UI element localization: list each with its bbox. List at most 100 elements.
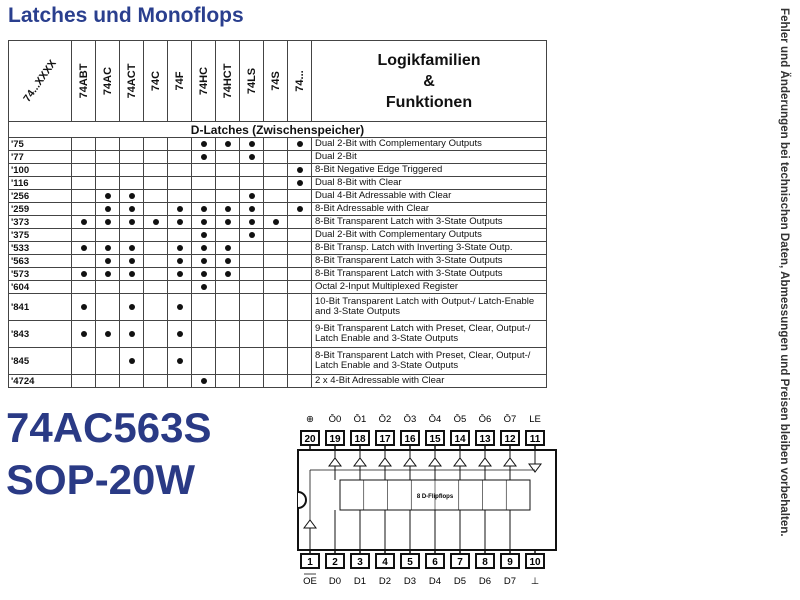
family-cell: [239, 374, 264, 388]
family-cell: [263, 254, 288, 268]
family-cell: [95, 267, 120, 281]
availability-dot: [128, 330, 135, 337]
pinout-diagram: 8 D-Flipflops20⊕19Ō018Ō117Ō216Ō315Ō414Ō5…: [297, 414, 557, 587]
family-cell: [287, 374, 312, 388]
pin-number: 11: [530, 434, 541, 445]
family-cell: [143, 241, 168, 255]
availability-dot: [296, 140, 303, 147]
availability-dot: [200, 218, 207, 225]
availability-dot: [128, 257, 135, 264]
family-cell: [287, 254, 312, 268]
family-header: 74C: [143, 40, 168, 122]
family-header: 74F: [167, 40, 192, 122]
availability-dot: [224, 140, 231, 147]
package-name: SOP-20W: [6, 456, 196, 503]
family-cell: [215, 374, 240, 388]
family-label: 74F: [173, 71, 186, 91]
family-cell: [143, 320, 168, 348]
family-header: 74...: [287, 40, 312, 122]
family-cell: [95, 347, 120, 375]
corner-label: 74...XXXX: [21, 57, 59, 105]
family-cell: [95, 320, 120, 348]
family-cell: [167, 320, 192, 348]
availability-dot: [200, 283, 207, 290]
family-cell: [95, 163, 120, 177]
part-number-cell: '573: [8, 267, 72, 281]
pin-box: [525, 553, 545, 569]
family-cell: [287, 163, 312, 177]
availability-dot: [224, 205, 231, 212]
family-label: 74HCT: [221, 63, 234, 99]
family-cell: [263, 189, 288, 203]
side-note-text: Fehler und Änderungen bei technischen Da…: [778, 8, 790, 537]
pin-number: 20: [304, 434, 316, 445]
availability-dot: [104, 244, 111, 251]
family-cell: [71, 137, 96, 151]
family-cell: [167, 189, 192, 203]
availability-dot: [224, 270, 231, 277]
table-row: '100 8-Bit Negative Edge Triggered: [8, 163, 547, 177]
availability-dot: [176, 270, 183, 277]
availability-dot: [128, 357, 135, 364]
availability-dot: [296, 166, 303, 173]
description-cell: Dual 2-Bit with Complementary Outputs: [311, 137, 547, 151]
description-cell: Dual 2-Bit with Complementary Outputs: [311, 228, 547, 242]
pin-number: 7: [457, 557, 463, 568]
family-cell: [167, 150, 192, 164]
family-cell: [119, 228, 144, 242]
availability-dot: [80, 270, 87, 277]
part-number-cell: '4724: [8, 374, 72, 388]
pin-box: [325, 430, 345, 446]
availability-dot: [152, 218, 159, 225]
availability-dot: [200, 244, 207, 251]
family-label: 74AC: [101, 66, 114, 96]
family-cell: [239, 215, 264, 229]
description-cell: 8-Bit Transparent Latch with 3-State Out…: [311, 267, 547, 281]
pin-box: [300, 430, 320, 446]
function-header-cell: Logikfamilien&Funktionen: [311, 40, 547, 122]
family-header: 74ACT: [119, 40, 144, 122]
family-cell: [167, 241, 192, 255]
family-cell: [287, 202, 312, 216]
family-cell: [119, 347, 144, 375]
availability-dot: [104, 270, 111, 277]
family-cell: [143, 267, 168, 281]
availability-dot: [128, 192, 135, 199]
family-label: 74ABT: [77, 63, 90, 99]
part-number-cell: '100: [8, 163, 72, 177]
family-cell: [215, 150, 240, 164]
family-cell: [239, 347, 264, 375]
family-cell: [263, 215, 288, 229]
availability-dot: [200, 257, 207, 264]
availability-dot: [128, 244, 135, 251]
part-number-cell: '533: [8, 241, 72, 255]
family-cell: [167, 215, 192, 229]
pin-number: 8: [482, 557, 488, 568]
availability-dot: [248, 153, 255, 160]
availability-dot: [104, 218, 111, 225]
family-cell: [263, 163, 288, 177]
family-cell: [239, 293, 264, 321]
output-buffer: [378, 457, 392, 467]
family-cell: [143, 347, 168, 375]
pin-box: [300, 553, 320, 569]
availability-dot: [200, 270, 207, 277]
part-number-cell: '373: [8, 215, 72, 229]
family-cell: [215, 280, 240, 294]
pin-number: 14: [454, 434, 466, 445]
availability-dot: [104, 192, 111, 199]
family-cell: [71, 347, 96, 375]
family-cell: [191, 215, 216, 229]
description-cell: 8-Bit Negative Edge Triggered: [311, 163, 547, 177]
availability-dot: [248, 231, 255, 238]
family-cell: [239, 228, 264, 242]
output-buffer: [353, 457, 367, 467]
family-cell: [143, 150, 168, 164]
pin-label: D6: [479, 576, 491, 587]
